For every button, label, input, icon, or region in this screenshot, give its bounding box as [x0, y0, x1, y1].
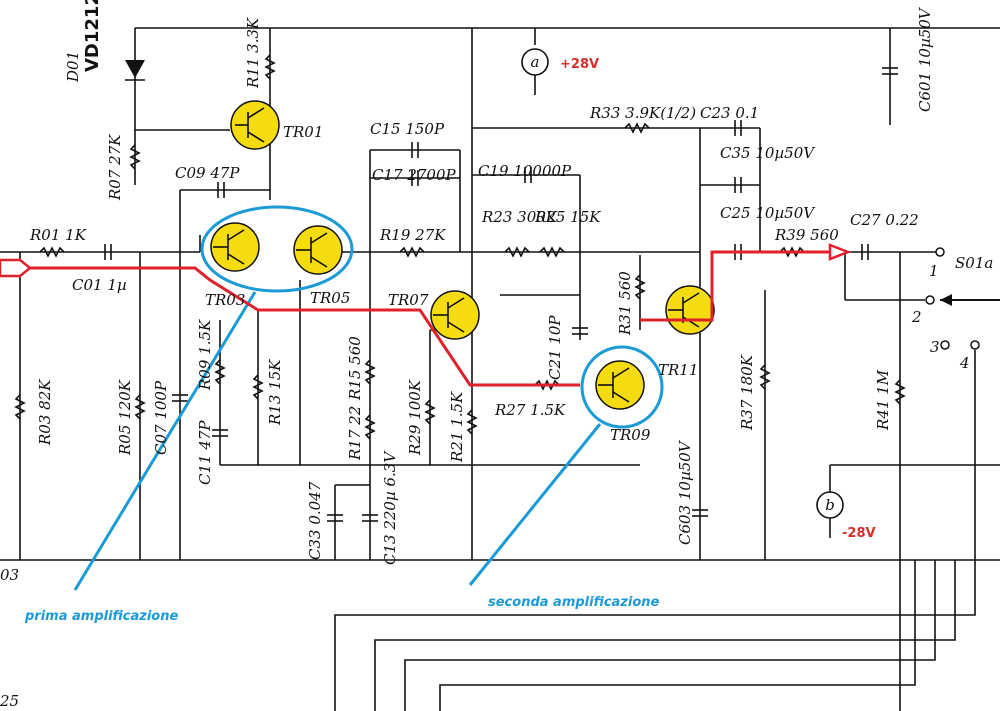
label-tr01: TR01 [283, 123, 323, 141]
label-r27: R27 1.5K [494, 401, 566, 419]
label-r07: R07 27K [106, 134, 124, 201]
label-r09: R09 1.5K [196, 319, 214, 391]
label-tr11: TR11 [658, 361, 698, 379]
label-r05: R05 120K [116, 379, 134, 456]
label-c27: C27 0.22 [850, 211, 919, 229]
label-r15: R15 560 [346, 336, 364, 401]
transistor-tr01 [230, 100, 280, 150]
transistors [210, 100, 715, 410]
second-stage-pointer [468, 423, 602, 586]
transistor-tr07 [430, 290, 480, 340]
second-stage-note: seconda amplificazione [488, 595, 660, 610]
label-r37: R37 180K [738, 354, 756, 431]
resistors [14, 54, 906, 440]
meter-a-label: a [531, 53, 540, 71]
input-arrow [0, 258, 33, 278]
meter-b: b [816, 465, 844, 538]
label-r03: R03 82K [36, 379, 54, 446]
first-stage-note: prima amplificazione [24, 609, 178, 624]
label-tr03: TR03 [205, 291, 245, 309]
switch-s01a [925, 247, 1000, 350]
label-r19: R19 27K [379, 226, 446, 244]
label-r39: R39 560 [774, 226, 839, 244]
meter-a: a [521, 48, 549, 95]
label-c09: C09 47P [175, 164, 240, 182]
label-r23: R23 300K [481, 208, 558, 226]
label-c13: C13 220µ 6.3V [381, 450, 399, 565]
diode-d01 [125, 60, 145, 81]
label-edge-a: 03 [0, 566, 19, 584]
rail-positive-label: +28V [560, 57, 599, 72]
switch-pos-2: 2 [911, 308, 922, 326]
label-c23: C23 0.1 [700, 104, 759, 122]
diode-part-label: VD1212 [82, 0, 103, 72]
label-c19: C19 10000P [478, 162, 572, 180]
label-c601: C601 10µ50V [916, 6, 934, 112]
label-tr05: TR05 [310, 289, 350, 307]
label-tr07: TR07 [388, 291, 429, 309]
label-s01a: S01a [955, 254, 993, 272]
switch-pos-1: 1 [929, 262, 939, 280]
stage-highlights [73, 205, 664, 591]
label-r41: R41 1M [874, 369, 892, 431]
label-r29: R29 100K [406, 379, 424, 456]
first-stage-pointer [73, 291, 257, 591]
rail-negative-label: -28V [842, 526, 876, 541]
signal-path [0, 243, 852, 387]
diode-ref-label: D01 [64, 51, 82, 83]
meter-b-label: b [825, 496, 835, 514]
label-c603: C603 10µ50V [676, 439, 694, 545]
label-c11: C11 47P [196, 420, 214, 485]
transistor-tr03 [210, 222, 260, 272]
label-c07: C07 100P [152, 380, 170, 455]
label-tr09: TR09 [610, 426, 651, 444]
label-c33: C33 0.047 [306, 481, 324, 560]
label-r33: R33 3.9K(1/2) [589, 104, 696, 122]
label-r13: R13 15K [266, 359, 284, 426]
label-c25: C25 10µ50V [720, 204, 816, 222]
label-r01: R01 1K [29, 226, 87, 244]
switch-pos-3: 3 [930, 338, 940, 356]
label-r25: R25 15K [534, 208, 601, 226]
label-r17: R17 22 [346, 406, 364, 461]
label-r11: R11 3.3K [244, 17, 262, 89]
transistor-tr11 [665, 285, 715, 335]
first-stage-ring [200, 205, 354, 293]
capacitors [104, 67, 898, 522]
label-c21: C21 10P [546, 315, 564, 380]
label-c35: C35 10µ50V [720, 144, 816, 162]
label-c01: C01 1µ [72, 276, 127, 294]
label-r31: R31 560 [616, 271, 634, 336]
label-edge-b: 25 [0, 692, 19, 710]
label-c17: C17 2700P [372, 166, 457, 184]
switch-pos-4: 4 [959, 354, 970, 372]
transistor-tr05 [293, 225, 343, 275]
transistor-tr09 [595, 360, 645, 410]
second-stage-ring [580, 345, 664, 429]
label-r21: R21 1.5K [448, 391, 466, 463]
output-arrow [828, 243, 852, 261]
label-c15: C15 150P [370, 120, 445, 138]
